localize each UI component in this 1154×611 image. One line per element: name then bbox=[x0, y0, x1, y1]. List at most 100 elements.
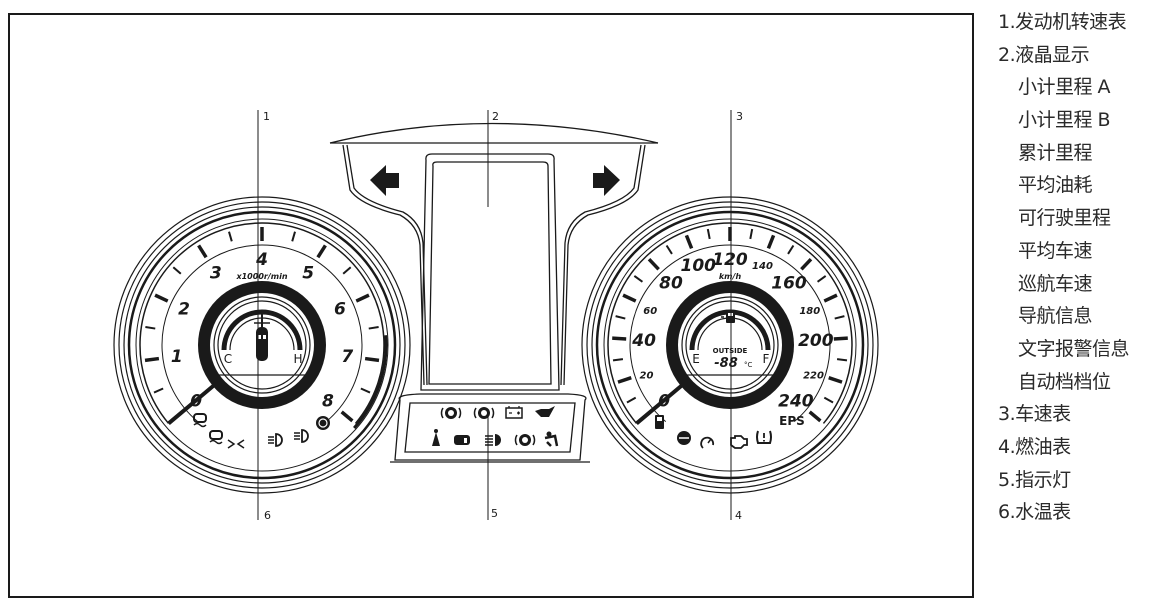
scale-label: 1 bbox=[171, 347, 183, 367]
scale-label: 180 bbox=[799, 306, 820, 317]
eps-indicator: EPS bbox=[779, 414, 805, 428]
front-fog-icon bbox=[268, 433, 283, 447]
sub-gauge-low-label: E bbox=[692, 352, 700, 366]
scale-label: 240 bbox=[778, 391, 814, 411]
minor-tick bbox=[626, 396, 637, 404]
scale-label: 140 bbox=[752, 261, 773, 272]
outside-label: OUTSIDE bbox=[713, 347, 748, 355]
major-tick bbox=[316, 244, 327, 259]
sub-gauge-high-label: F bbox=[763, 352, 770, 366]
major-tick bbox=[808, 410, 822, 423]
sub-gauge-high-label: H bbox=[293, 352, 302, 366]
outside-temp-unit: °C bbox=[744, 361, 753, 369]
major-tick bbox=[647, 257, 660, 271]
legend-item: 4.燃油表 bbox=[998, 435, 1071, 458]
minor-tick bbox=[787, 244, 795, 255]
esp-slip-icon bbox=[209, 430, 223, 445]
scale-label: 8 bbox=[322, 391, 334, 411]
callout-label-1: 1 bbox=[263, 110, 270, 123]
scale-label: 20 bbox=[640, 371, 654, 382]
callout-label-5: 5 bbox=[491, 507, 498, 520]
unit-label: x1000r/min bbox=[235, 272, 287, 281]
engine-check-icon bbox=[730, 435, 748, 449]
center-indicator-panel bbox=[432, 406, 559, 447]
scale-label: 220 bbox=[803, 371, 824, 382]
callout-label-6: 6 bbox=[264, 509, 271, 522]
legend-item: 6.水温表 bbox=[998, 501, 1071, 524]
outside-temp-value: -88 bbox=[714, 356, 738, 371]
legend-item: 累计里程 bbox=[1018, 141, 1093, 164]
scale-label: 60 bbox=[643, 306, 657, 317]
bezel-ring bbox=[135, 218, 389, 472]
legend-item: 5.指示灯 bbox=[998, 468, 1071, 491]
legend-item: 自动档档位 bbox=[1018, 370, 1111, 393]
legend-item: 可行驶里程 bbox=[1018, 207, 1111, 230]
stop-start-icon bbox=[316, 416, 330, 430]
seatbelt-icon bbox=[432, 429, 440, 446]
minor-tick bbox=[665, 244, 673, 255]
callout-label-4: 4 bbox=[735, 509, 742, 522]
major-tick bbox=[144, 356, 160, 363]
needle bbox=[167, 383, 216, 425]
major-tick bbox=[828, 376, 843, 384]
low-fuel-icon bbox=[655, 415, 664, 429]
diagram-frame bbox=[8, 13, 974, 598]
scale-label: 4 bbox=[255, 250, 268, 270]
tpms-icon bbox=[756, 430, 772, 444]
bezel-ring bbox=[118, 201, 406, 489]
cruise-icon bbox=[700, 436, 715, 449]
scale-arc bbox=[607, 222, 853, 424]
major-tick bbox=[800, 257, 813, 271]
scale-label: 5 bbox=[302, 263, 314, 283]
speedometer: 020406080100120140160180200220240km/hEFO… bbox=[581, 196, 879, 494]
minor-tick bbox=[834, 315, 845, 320]
major-tick bbox=[833, 336, 848, 341]
major-tick bbox=[197, 244, 208, 259]
minor-tick bbox=[823, 396, 834, 404]
scale-label: 40 bbox=[631, 331, 656, 351]
major-tick bbox=[612, 336, 627, 341]
sub-gauge-arc bbox=[221, 309, 303, 351]
legend-item: 平均车速 bbox=[1018, 239, 1093, 262]
scale-label: 80 bbox=[659, 273, 683, 293]
scale-label: 100 bbox=[680, 256, 716, 276]
inner-scale-arc bbox=[629, 244, 831, 422]
major-tick bbox=[617, 376, 632, 384]
minor-tick bbox=[228, 231, 233, 242]
airbag-icon bbox=[544, 431, 559, 447]
minor-tick bbox=[633, 275, 644, 283]
minor-tick bbox=[816, 275, 827, 283]
legend-item: 平均油耗 bbox=[1018, 174, 1093, 197]
minor-tick bbox=[612, 358, 624, 362]
coolant-temp-icon bbox=[254, 313, 270, 361]
inner-ring bbox=[217, 300, 307, 390]
legend-item: 巡航车速 bbox=[1018, 272, 1093, 295]
esp-off-icon bbox=[193, 413, 207, 428]
major-tick bbox=[622, 293, 637, 303]
minor-tick bbox=[172, 266, 182, 275]
legend-item: 3.车速表 bbox=[998, 403, 1071, 426]
minor-tick bbox=[342, 266, 352, 275]
high-beam-icon bbox=[485, 434, 501, 446]
scale-arc bbox=[139, 222, 385, 424]
right-turn-arrow-icon bbox=[593, 165, 620, 196]
minor-tick bbox=[836, 358, 848, 362]
callout-label-3: 3 bbox=[736, 110, 743, 123]
rear-fog-icon bbox=[294, 429, 309, 443]
scale-label: 7 bbox=[341, 347, 353, 367]
minor-tick bbox=[706, 228, 711, 240]
major-tick bbox=[355, 293, 370, 303]
scale-label: 6 bbox=[334, 300, 346, 320]
major-tick bbox=[154, 293, 169, 303]
epb-icon bbox=[473, 407, 495, 419]
inner-scale-arc bbox=[161, 244, 363, 422]
major-tick bbox=[684, 234, 694, 249]
bezel-ring bbox=[595, 210, 865, 480]
legend-item: 导航信息 bbox=[1018, 305, 1093, 328]
low-beam-icon bbox=[227, 439, 245, 449]
major-tick bbox=[340, 410, 354, 423]
bezel-ring bbox=[603, 218, 857, 472]
legend-item: 2.液晶显示 bbox=[998, 43, 1090, 66]
